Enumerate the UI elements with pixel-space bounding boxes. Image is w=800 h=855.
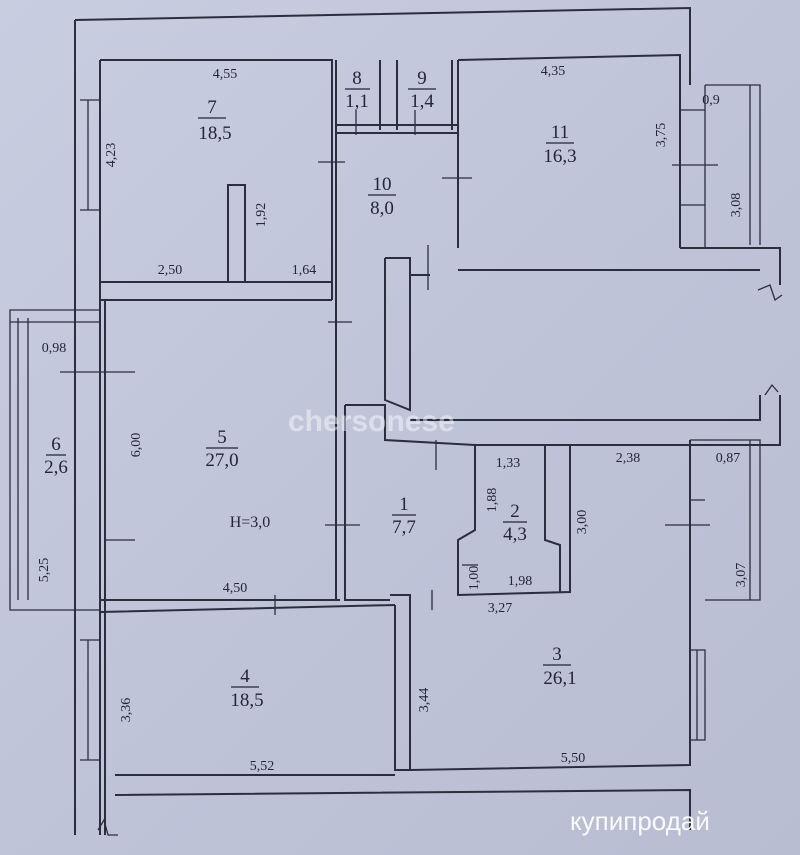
dimension: 3,36 xyxy=(119,698,134,723)
room-1: 1 7,7 xyxy=(392,494,416,538)
watermark-chersonese: chersonese xyxy=(288,405,455,438)
dimension: 4,55 xyxy=(213,67,238,82)
room-2: 2 4,3 xyxy=(503,501,527,545)
dimension: 2,50 xyxy=(158,263,183,278)
room-area: 1,4 xyxy=(410,91,434,112)
room-area: 4,3 xyxy=(503,524,527,545)
room-5: 5 27,0 H=3,0 xyxy=(205,427,270,531)
room-10: 10 8,0 xyxy=(368,174,396,219)
watermark-kupiprodai: купипродай xyxy=(570,806,710,836)
dimension: 4,35 xyxy=(541,64,566,79)
room-number: 2 xyxy=(510,501,520,522)
room-area: 1,1 xyxy=(345,91,369,112)
dimension: 5,52 xyxy=(250,759,275,774)
room-11: 11 16,3 xyxy=(543,122,576,167)
dimension: 0,98 xyxy=(42,341,67,356)
room-area: 18,5 xyxy=(230,690,263,711)
room-8: 8 1,1 xyxy=(345,68,370,112)
room-labels: 7 18,5 8 1,1 9 1,4 10 8,0 11 16,3 5 27,0 xyxy=(44,68,577,711)
room-number: 8 xyxy=(352,68,362,89)
dimension: 3,75 xyxy=(654,123,669,148)
room-area: 2,6 xyxy=(44,457,68,478)
room-3: 3 26,1 xyxy=(543,644,577,689)
room-number: 10 xyxy=(373,174,392,195)
dimension: 1,98 xyxy=(508,574,533,589)
dimension: 3,00 xyxy=(575,510,590,535)
dimension: 2,38 xyxy=(616,451,641,466)
room-4: 4 18,5 xyxy=(230,666,263,711)
dimension: 1,92 xyxy=(254,203,269,228)
dimension: 1,88 xyxy=(485,488,500,513)
dimension: 3,44 xyxy=(417,688,432,713)
dimension: 4,50 xyxy=(223,581,248,596)
dimension: 0,9 xyxy=(702,93,720,108)
room-number: 9 xyxy=(417,68,427,89)
dimension: 3,27 xyxy=(488,601,513,616)
room-7: 7 18,5 xyxy=(198,97,232,144)
room-number: 6 xyxy=(51,434,61,455)
dimension: 1,33 xyxy=(496,456,521,471)
room-area: 7,7 xyxy=(392,517,416,538)
room-number: 4 xyxy=(240,666,250,687)
dimension: 1,00 xyxy=(467,566,482,591)
dimension: 0,87 xyxy=(716,451,741,466)
walls xyxy=(9,6,783,836)
room-number: 7 xyxy=(207,97,217,118)
dimension: 5,50 xyxy=(561,751,586,766)
dimension: 1,64 xyxy=(292,263,317,278)
room-number: 1 xyxy=(399,494,409,515)
room-6: 6 2,6 xyxy=(44,434,68,478)
dimension: 6,00 xyxy=(129,433,144,458)
dimension: 5,25 xyxy=(37,558,52,583)
dimension: 3,07 xyxy=(734,563,749,588)
room-number: 5 xyxy=(217,427,227,448)
room-area: 8,0 xyxy=(370,198,394,219)
room-area: 26,1 xyxy=(543,668,576,689)
dimension: 4,23 xyxy=(104,143,119,168)
ceiling-height: H=3,0 xyxy=(230,514,271,531)
room-area: 27,0 xyxy=(205,450,238,471)
dimension: 3,08 xyxy=(729,193,744,218)
room-number: 3 xyxy=(552,644,562,665)
room-number: 11 xyxy=(551,122,569,143)
room-9: 9 1,4 xyxy=(408,68,436,112)
dimension-labels: 4,55 4,23 1,92 2,50 1,64 4,35 0,9 3,75 3… xyxy=(37,64,749,774)
room-area: 16,3 xyxy=(543,146,576,167)
room-area: 18,5 xyxy=(198,123,231,144)
